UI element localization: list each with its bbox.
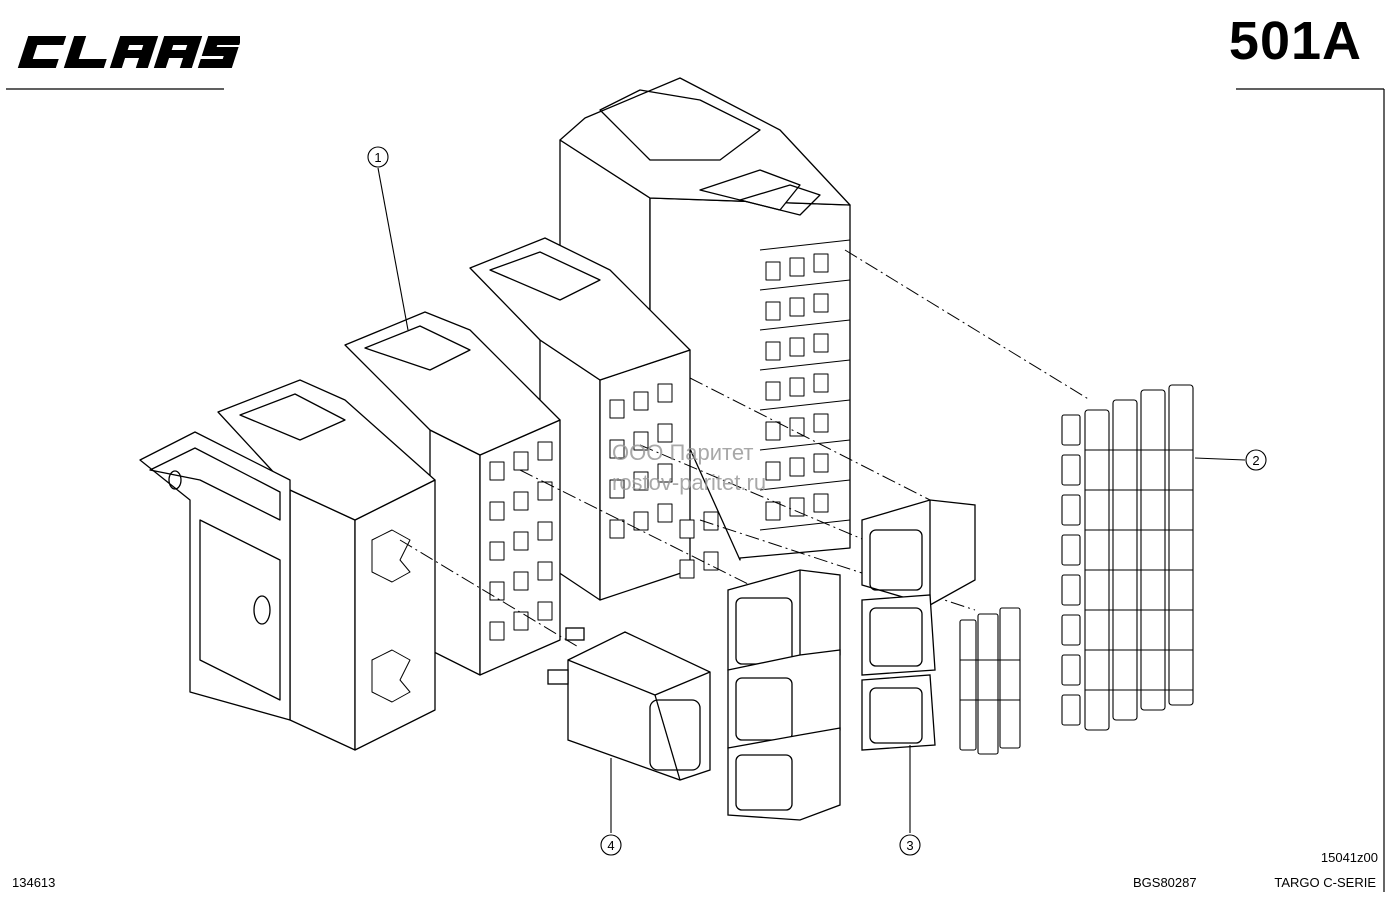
flasher-relay-4 [547, 627, 711, 781]
svg-text:2: 2 [1252, 453, 1259, 468]
callout-1: 1 [367, 146, 389, 168]
watermark-site: rostov-paritet.ru [612, 470, 767, 495]
svg-text:3: 3 [906, 838, 913, 853]
drawing-frame [6, 88, 1385, 892]
page-code: 501A [1228, 11, 1362, 71]
relay-stack-3 [861, 499, 976, 751]
svg-text:4: 4 [607, 838, 614, 853]
callout-4: 4 [600, 834, 622, 856]
bgs-number: BGS80287 [1133, 875, 1197, 890]
drawing-number: 134613 [12, 875, 56, 890]
fuse-strip-large [1061, 384, 1194, 731]
claas-logo [17, 36, 240, 68]
watermark: ООО Паритет rostov-paritet.ru [612, 438, 766, 498]
fuse-strip-small [959, 607, 1021, 755]
svg-text:1: 1 [374, 150, 381, 165]
watermark-company: ООО Паритет [612, 440, 754, 465]
callout-3: 3 [899, 834, 921, 856]
relay-column [727, 569, 841, 821]
sheet-code: 15041z00 [1320, 850, 1378, 865]
callout-2: 2 [1245, 449, 1267, 471]
series-label: TARGO C-SERIE [1274, 875, 1376, 890]
callout-leaders [377, 167, 1246, 833]
fuse-relay-box-assembly [139, 77, 851, 751]
